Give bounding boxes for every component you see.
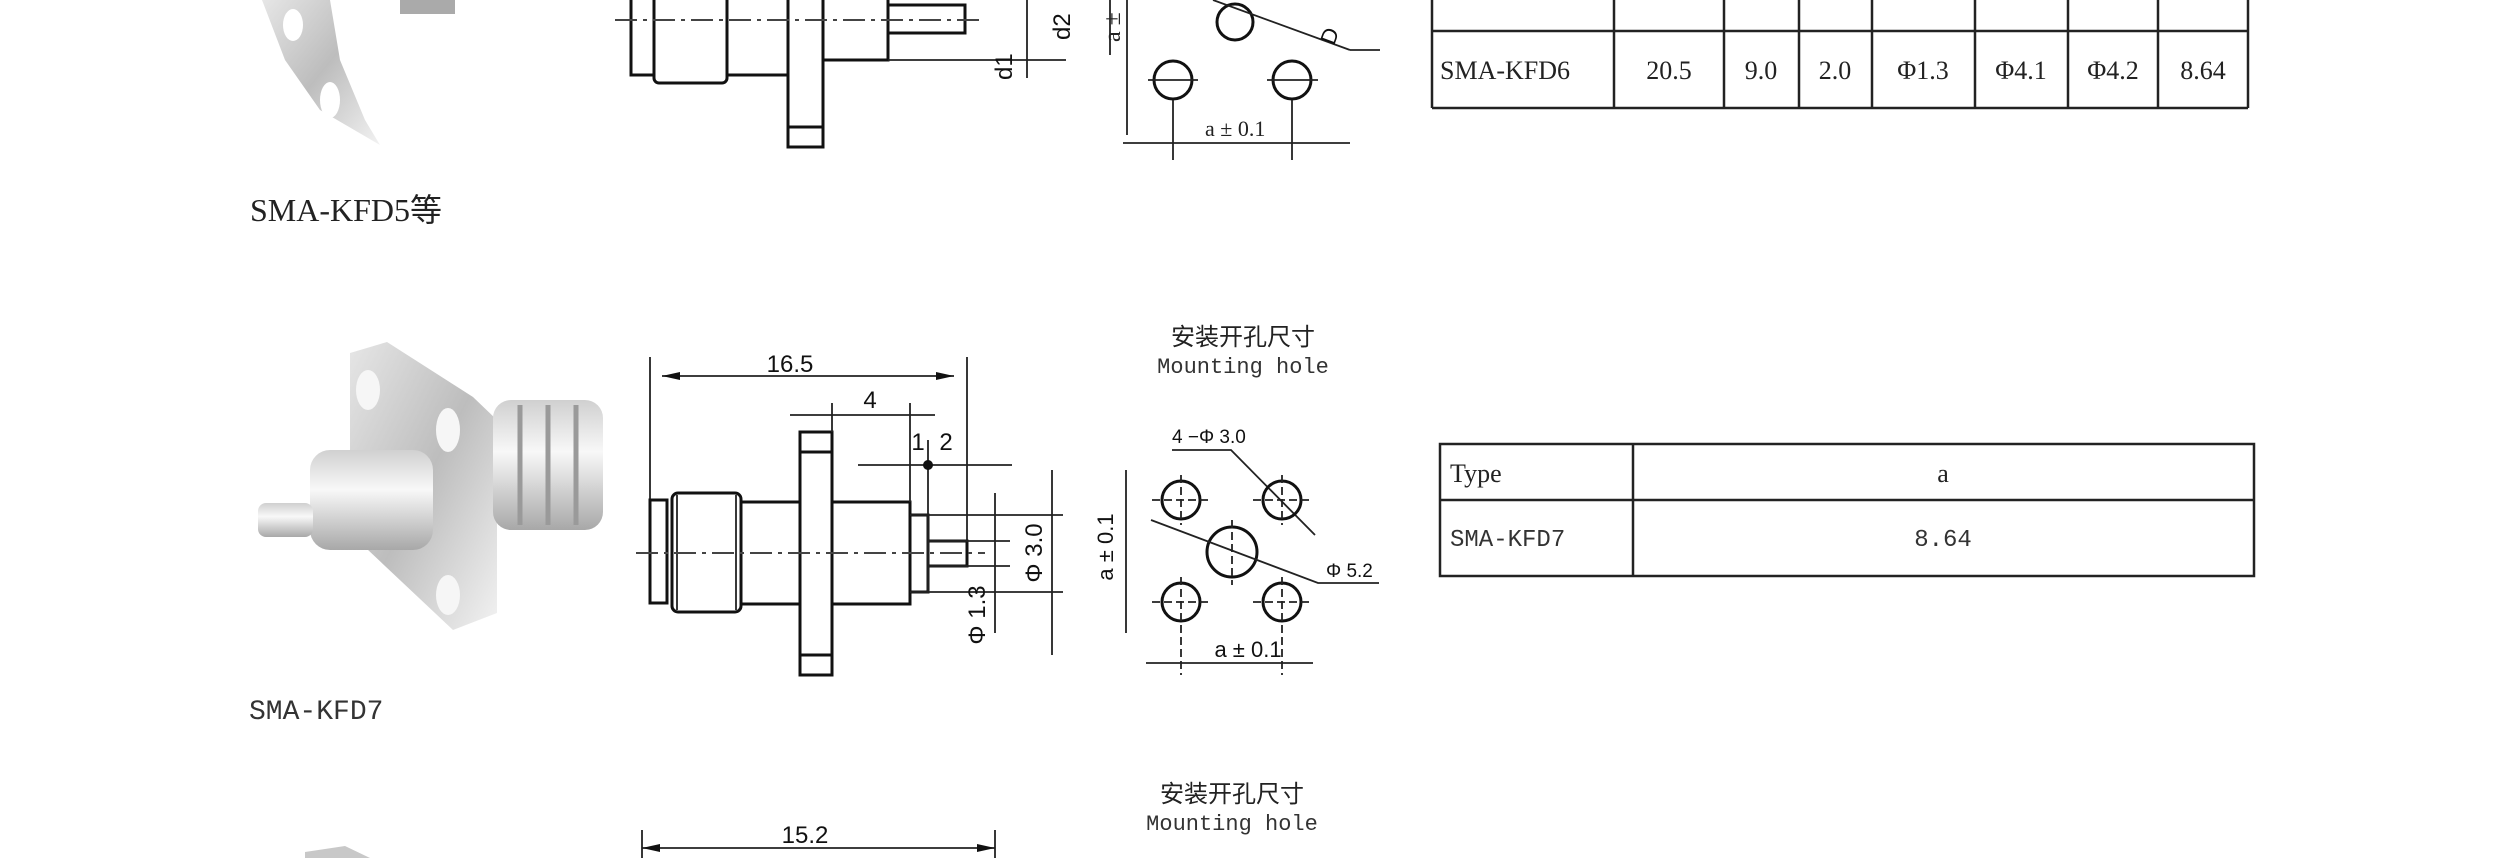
- spec-table-1: SMA-KFD6 20.5 9.0 2.0 Φ1.3 Φ4.1 Φ4.2 8.6…: [1430, 0, 2250, 110]
- dim-phi-1-3: Φ 1.3: [964, 585, 991, 644]
- dim-D: D: [1315, 24, 1344, 47]
- cell: Φ1.3: [1897, 56, 1949, 85]
- dim-flange: 4: [863, 387, 876, 414]
- header-a: a: [1937, 459, 1949, 488]
- dim-d1: d1: [991, 53, 1018, 80]
- dim-phi-3: Φ 3.0: [1021, 523, 1048, 582]
- dim-length: 16.5: [767, 351, 814, 378]
- dim-d2: d2: [1049, 13, 1076, 40]
- cell: Φ4.2: [2087, 56, 2139, 85]
- mounting-title-en: Mounting hole: [1157, 355, 1329, 380]
- header-type: Type: [1450, 459, 1502, 488]
- dim-a-horizontal: a ± 0.1: [1205, 116, 1265, 141]
- cell: 20.5: [1646, 56, 1692, 85]
- dim-center-hole: Φ 5.2: [1326, 561, 1373, 582]
- spec-table-2: Type a SMA-KFD7 8.64: [1438, 442, 2256, 578]
- dim-holes: 4 −Φ 3.0: [1172, 427, 1246, 448]
- mounting-title-en: Mounting hole: [1146, 812, 1318, 837]
- dim-a-horizontal: a ± 0.1: [1214, 637, 1281, 662]
- dim-1: 1: [911, 429, 924, 456]
- mounting-title-cn: 安装开孔尺寸: [1171, 324, 1315, 351]
- product-label-kfd7: SMA-KFD7: [249, 697, 383, 728]
- section-3-partial: 15.2 安装开孔尺寸 Mounting hole: [305, 781, 1318, 858]
- side-drawing-kfd7: 16.5 4 1 2 Φ 3.0 Φ 1.3: [636, 351, 1063, 677]
- mounting-hole-drawing-kfd5: a ± D a ± 0.1: [1100, 0, 1380, 160]
- dim-length: 15.2: [782, 822, 829, 849]
- dim-a-vertical: a ± 0.1: [1093, 513, 1118, 580]
- mounting-hole-drawing-kfd7: 安装开孔尺寸 Mounting hole 4 −Φ 3.0 Φ 5.2 a ± …: [1093, 324, 1379, 675]
- cell-type: SMA-KFD6: [1440, 56, 1570, 85]
- cell-a: 8.64: [1914, 527, 1972, 554]
- table-row: SMA-KFD6 20.5 9.0 2.0 Φ1.3 Φ4.1 Φ4.2 8.6…: [1440, 56, 2226, 85]
- product-label-kfd5: SMA-KFD5等: [250, 192, 442, 228]
- cell: 9.0: [1745, 56, 1778, 85]
- mounting-title-cn: 安装开孔尺寸: [1160, 781, 1304, 808]
- cell: 8.64: [2180, 56, 2226, 85]
- cell: Φ4.1: [1995, 56, 2047, 85]
- product-photo-kfd7: [258, 342, 603, 630]
- dim-2: 2: [939, 429, 952, 456]
- side-drawing-kfd5: d1 d2: [615, 0, 1111, 149]
- cell: 2.0: [1819, 56, 1852, 85]
- product-photo-kfd5: [262, 0, 455, 145]
- cell-type: SMA-KFD7: [1450, 527, 1565, 554]
- dim-a-vertical: a ±: [1100, 12, 1126, 42]
